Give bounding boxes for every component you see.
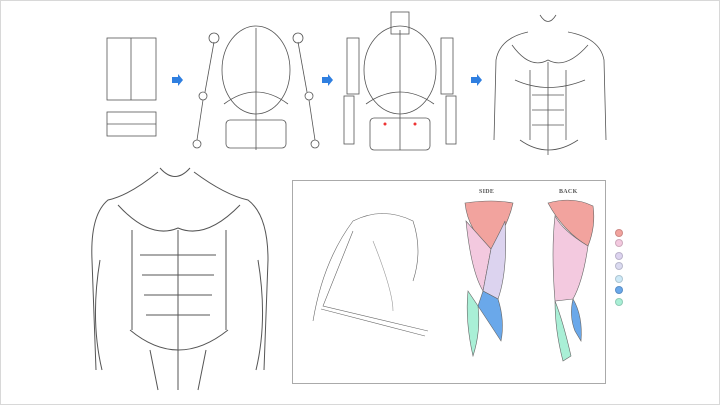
arrow-icon bbox=[322, 74, 333, 86]
legend-dot bbox=[615, 298, 623, 306]
side-arm-muscles bbox=[464, 200, 514, 358]
step4-torso bbox=[493, 14, 607, 155]
muscle-diagram-panel: SIDE BACK bbox=[292, 180, 606, 384]
arm-bone-sketch bbox=[312, 213, 429, 337]
legend-dot bbox=[615, 275, 623, 283]
legend-dot bbox=[615, 252, 623, 260]
back-label: BACK bbox=[559, 189, 578, 195]
side-label: SIDE bbox=[479, 189, 495, 195]
legend-dot bbox=[615, 239, 623, 247]
arrow-icons bbox=[172, 74, 482, 86]
legend-dot bbox=[615, 262, 623, 270]
step3-structure bbox=[343, 11, 457, 151]
arrow-icon bbox=[172, 74, 183, 86]
arrow-icon bbox=[471, 74, 482, 86]
legend-dot bbox=[615, 229, 623, 237]
step2-ribcage bbox=[192, 25, 320, 150]
large-torso-sketch bbox=[91, 167, 269, 391]
legend-dot bbox=[615, 286, 623, 294]
step1-blocks bbox=[106, 37, 157, 137]
back-arm-muscles bbox=[547, 199, 595, 362]
muscle-illustration bbox=[312, 199, 595, 362]
